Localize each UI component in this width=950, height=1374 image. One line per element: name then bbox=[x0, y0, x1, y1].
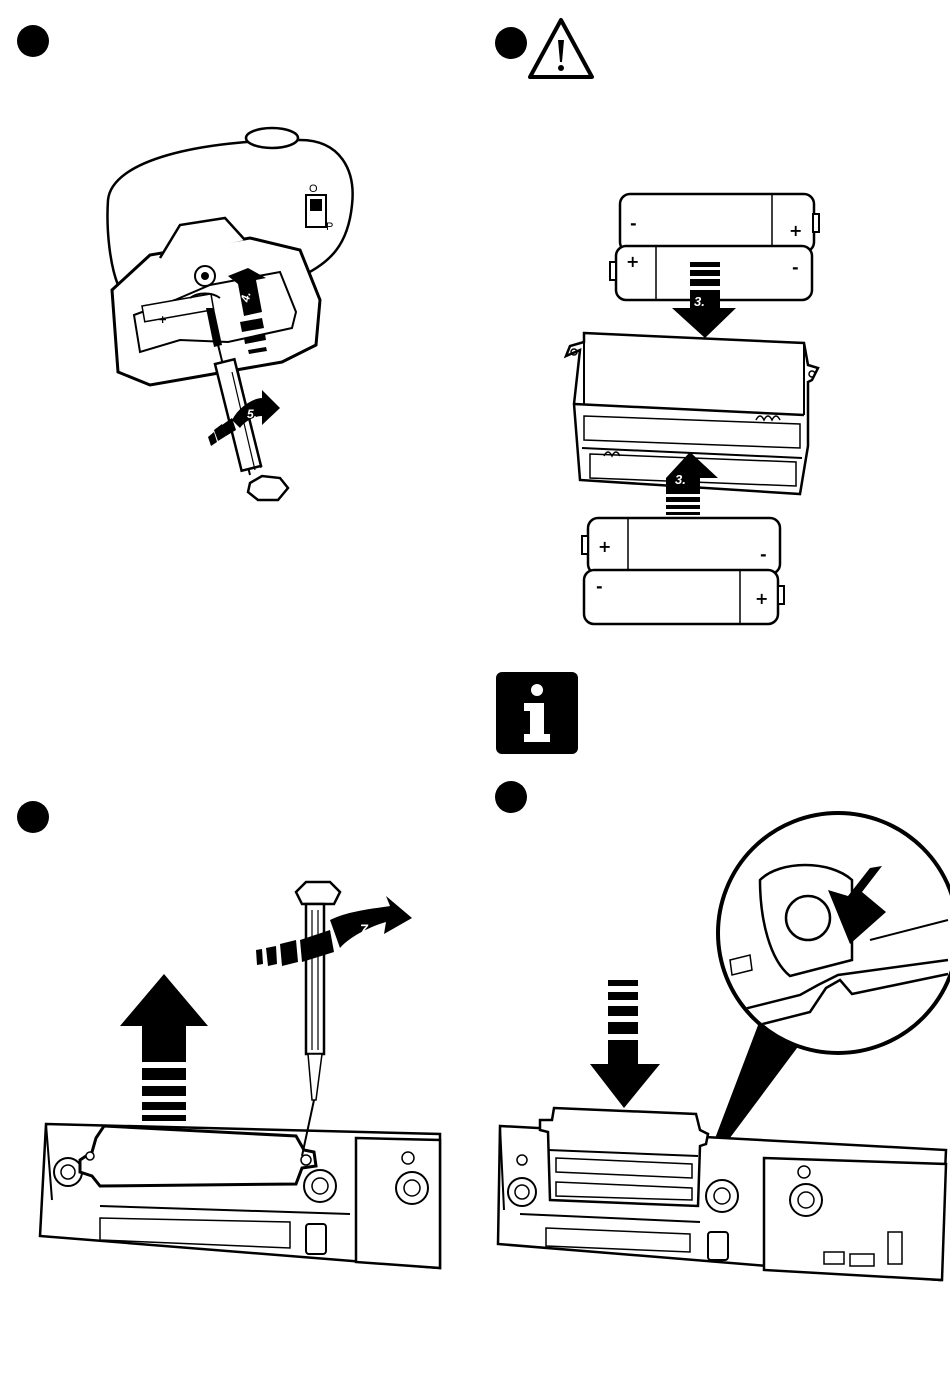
arrow-down-large bbox=[590, 980, 660, 1108]
